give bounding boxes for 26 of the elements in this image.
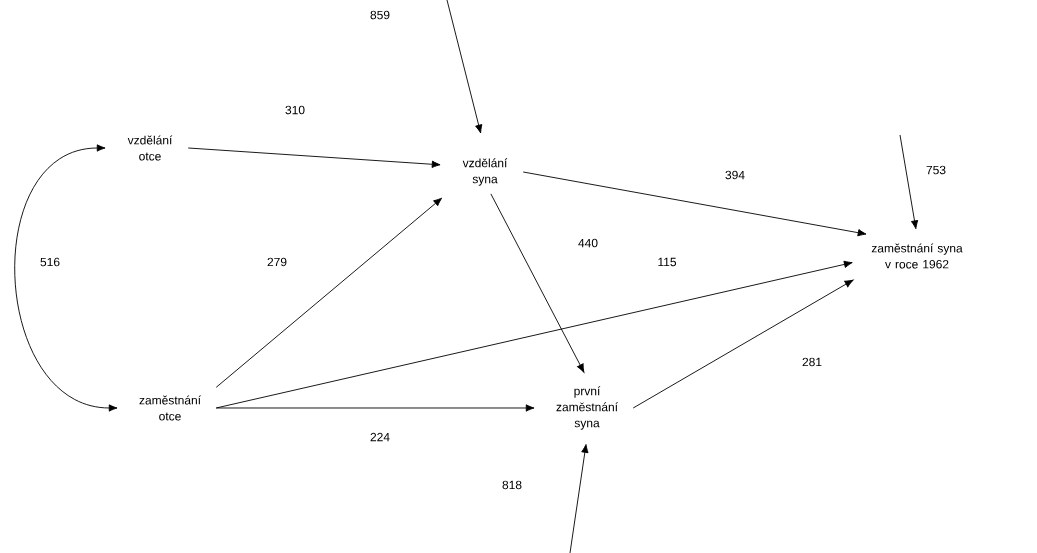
node-text: první zaměstnání syna [556,386,618,430]
edge-label: 281 [801,356,823,368]
edge-label: 440 [577,237,599,249]
arrow [215,404,535,412]
edge-label: 394 [724,169,746,181]
edge-label: 310 [284,104,306,116]
arrow [569,444,589,553]
arrow [215,197,443,388]
edge-label: 818 [501,479,523,491]
arrow [446,0,483,134]
edge-label: 224 [369,431,391,443]
edge-label: 753 [925,164,947,176]
arrow [632,279,854,409]
node-text: zaměstnání syna v roce 1962 [871,243,963,269]
node-text: vzdělání syna [462,158,508,186]
arrow [187,147,441,168]
edge-label: 115 [656,256,678,268]
node-text: vzdělání otce [127,135,173,161]
node-text: zaměstnání otce [139,395,201,421]
edge-label: 859 [369,9,391,21]
edge-label: 516 [39,256,61,268]
arrow [490,193,585,373]
arrow [522,171,867,237]
arrow [14,144,118,412]
edge-label: 279 [266,256,288,268]
arrow [899,134,919,230]
